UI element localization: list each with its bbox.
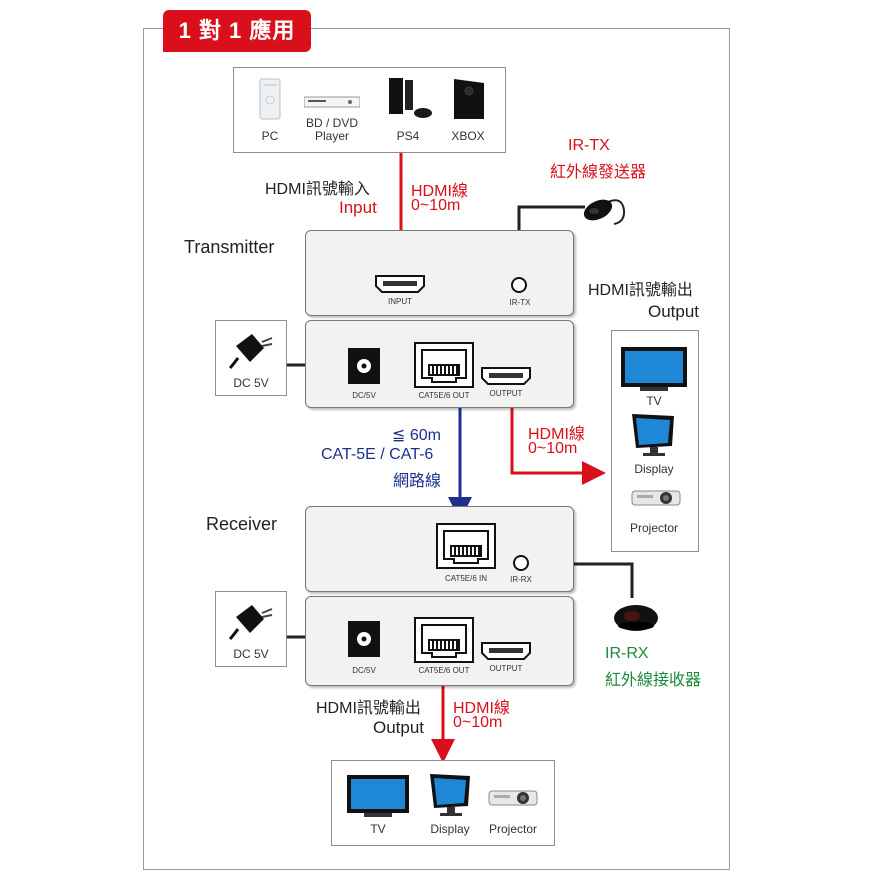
xbox-console-icon bbox=[452, 77, 486, 121]
irrx-port-label: IR-RX bbox=[510, 575, 532, 584]
rx-projector-icon bbox=[488, 785, 538, 809]
tx-hdmi-cable-label: HDMI線 bbox=[411, 183, 468, 200]
rx-hdmi-output-port-icon bbox=[481, 642, 531, 660]
irtx-title: IR-TX bbox=[568, 137, 610, 154]
hdmi-input-label: HDMI訊號輸入 bbox=[265, 181, 370, 198]
input-label: Input bbox=[339, 198, 377, 217]
rx-cat-in-port-label: CAT5E/6 IN bbox=[444, 574, 488, 583]
ir-emitter-icon bbox=[578, 190, 628, 230]
rx-tv-label: TV bbox=[370, 822, 386, 836]
irrx-cable bbox=[541, 552, 634, 598]
rx-tv-icon bbox=[346, 774, 410, 818]
pc-label: PC bbox=[261, 129, 279, 143]
pc-tower-icon bbox=[259, 78, 281, 120]
hdmi-input-port-icon bbox=[375, 275, 425, 293]
rx-dc-label: DC 5V bbox=[233, 647, 269, 661]
tx-projector-label: Projector bbox=[629, 521, 679, 535]
rx-rj45-in-port-icon bbox=[436, 523, 496, 569]
rx-output-port-label: OUTPUT bbox=[489, 664, 523, 673]
bd-label-line1: BD / DVD bbox=[305, 116, 358, 130]
tv-icon bbox=[620, 346, 688, 392]
tx-dc-port-label: DC/5V bbox=[352, 391, 376, 400]
rx-display-label: Display bbox=[430, 822, 470, 836]
tx-hdmi-output-port-icon bbox=[481, 367, 531, 385]
tx-rj45-out-port-icon bbox=[414, 342, 474, 388]
rx-output-subtitle: Output bbox=[373, 718, 425, 737]
irtx-port-label: IR-TX bbox=[509, 298, 531, 307]
ps4-console-icon bbox=[385, 76, 433, 120]
rx-display-monitor-icon bbox=[426, 772, 474, 818]
irtx-subtitle: 紅外線發送器 bbox=[550, 164, 647, 181]
bd-player-icon bbox=[304, 95, 360, 109]
diagram-frame bbox=[143, 28, 730, 870]
transmitter-label: Transmitter bbox=[184, 237, 275, 257]
tx-tv-label: TV bbox=[646, 394, 662, 408]
rx-rj45-out-port-icon bbox=[414, 617, 474, 663]
tx-output-cable-length: 0~10m bbox=[528, 440, 578, 457]
tx-dc-jack-icon bbox=[347, 347, 381, 385]
input-port-label: INPUT bbox=[388, 297, 412, 306]
tx-output-subtitle: Output bbox=[648, 302, 700, 321]
network-length-label: ≦ 60m bbox=[392, 427, 441, 444]
irrx-subtitle: 紅外線接收器 bbox=[605, 672, 702, 689]
projector-icon bbox=[631, 485, 681, 509]
rx-output-cable-length: 0~10m bbox=[453, 714, 503, 731]
tx-hdmi-output-arrow bbox=[510, 390, 606, 485]
display-monitor-icon bbox=[628, 412, 678, 458]
tx-cat-out-port-label: CAT5E/6 OUT bbox=[418, 391, 470, 400]
diagram-title: 1 對 1 應用 bbox=[163, 10, 311, 52]
network-type-label: CAT-5E / CAT-6 bbox=[321, 446, 434, 463]
tx-output-title: HDMI訊號輸出 bbox=[588, 282, 693, 299]
tx-output-port-label: OUTPUT bbox=[489, 389, 523, 398]
network-cable-label: 網路線 bbox=[393, 473, 442, 490]
rx-dc-port-label: DC/5V bbox=[352, 666, 376, 675]
transmitter-top-unit bbox=[305, 230, 574, 316]
irrx-title: IR-RX bbox=[605, 645, 649, 662]
irtx-port-icon bbox=[510, 276, 528, 294]
xbox-label: XBOX bbox=[451, 129, 485, 143]
receiver-label: Receiver bbox=[206, 514, 278, 534]
rx-output-cable-label: HDMI線 bbox=[453, 700, 510, 717]
ps4-label: PS4 bbox=[396, 129, 420, 143]
tx-output-cable-label: HDMI線 bbox=[528, 426, 585, 443]
ir-receiver-icon bbox=[610, 596, 662, 634]
bd-label-line2: Player bbox=[314, 129, 349, 143]
rx-output-title: HDMI訊號輸出 bbox=[316, 700, 421, 717]
tx-display-label: Display bbox=[634, 462, 674, 476]
irrx-port-icon bbox=[512, 554, 530, 572]
rx-dc-jack-icon bbox=[347, 620, 381, 658]
tx-power-adapter-icon bbox=[228, 326, 276, 370]
rx-power-adapter-icon bbox=[228, 597, 276, 641]
tx-dc-label: DC 5V bbox=[233, 376, 269, 390]
tx-hdmi-cable-length: 0~10m bbox=[411, 197, 461, 214]
rx-cat-out-port-label: CAT5E/6 OUT bbox=[418, 666, 470, 675]
rx-projector-label: Projector bbox=[488, 822, 538, 836]
